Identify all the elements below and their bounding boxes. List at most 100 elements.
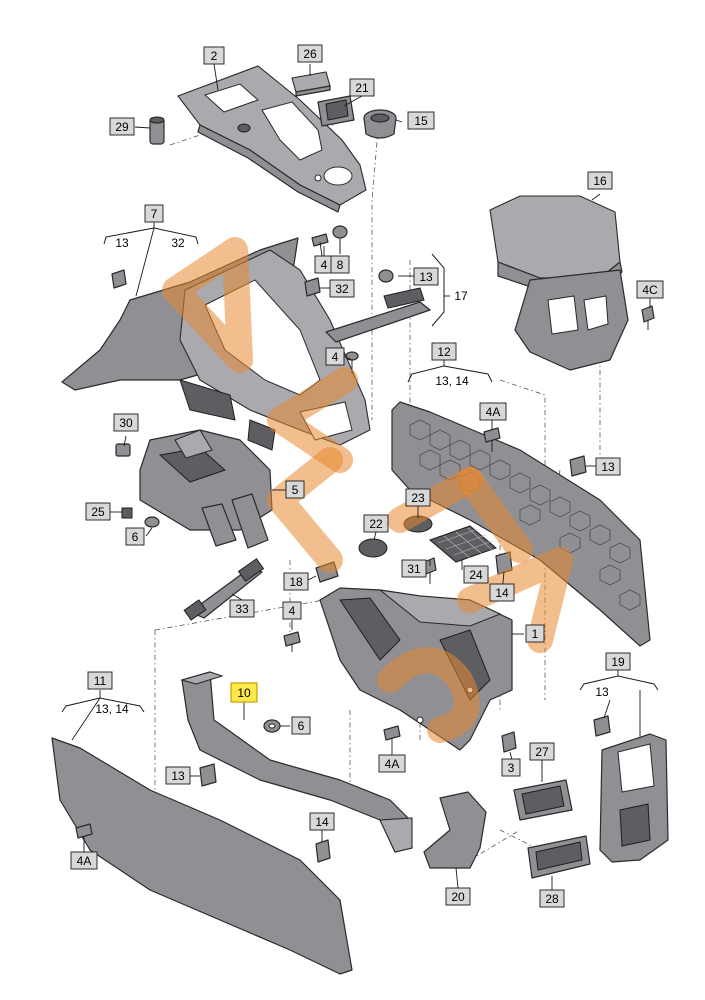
callout-13-right[interactable]: 13 <box>595 457 621 476</box>
svg-text:12: 12 <box>437 345 451 359</box>
callout-30[interactable]: 30 <box>113 413 139 432</box>
callout-26[interactable]: 26 <box>297 44 323 63</box>
svg-text:26: 26 <box>303 47 317 61</box>
svg-text:13: 13 <box>601 460 615 474</box>
callout-19[interactable]: 19 <box>605 652 631 671</box>
part-20-bracket <box>423 791 487 869</box>
svg-text:4A: 4A <box>385 757 400 771</box>
callout-32[interactable]: 32 <box>329 279 355 298</box>
callout-4c[interactable]: 4C <box>636 280 664 299</box>
part-19-rear-cover <box>599 733 669 863</box>
svg-text:4A: 4A <box>77 854 92 868</box>
svg-text:31: 31 <box>407 562 421 576</box>
part-25-pad <box>121 507 133 519</box>
callout-31[interactable]: 31 <box>401 559 427 578</box>
part-6-nut <box>144 516 160 528</box>
callout-21[interactable]: 21 <box>349 78 375 97</box>
svg-text:8: 8 <box>337 258 344 272</box>
callout-4-top[interactable]: 4 <box>314 255 334 274</box>
callout-14-lower[interactable]: 14 <box>309 812 335 831</box>
part-29-plug <box>149 116 165 145</box>
callout-4a-left[interactable]: 4A <box>70 851 98 870</box>
svg-text:30: 30 <box>119 416 133 430</box>
callout-28[interactable]: 28 <box>539 889 565 908</box>
callout-6-upper[interactable]: 6 <box>125 527 145 546</box>
callout-2[interactable]: 2 <box>203 46 225 65</box>
svg-text:13: 13 <box>419 270 433 284</box>
callout-13-lower[interactable]: 13 <box>165 766 191 785</box>
callout-11[interactable]: 11 <box>87 671 113 690</box>
callout-13-14-group11[interactable]: 13, 14 <box>95 702 129 716</box>
part-2-shifter-trim <box>177 65 367 213</box>
fastener-4-top <box>311 233 329 257</box>
svg-text:6: 6 <box>298 719 305 733</box>
callout-13-bracket17[interactable]: 13 <box>413 267 439 286</box>
svg-text:19: 19 <box>611 655 625 669</box>
callout-1[interactable]: 1 <box>525 624 545 643</box>
callout-3[interactable]: 3 <box>501 758 521 777</box>
clip-3 <box>501 731 517 753</box>
callout-4-lower[interactable]: 4 <box>282 601 302 620</box>
callout-33[interactable]: 33 <box>229 599 255 618</box>
svg-text:20: 20 <box>451 890 465 904</box>
callout-16[interactable]: 16 <box>587 171 613 190</box>
svg-text:2: 2 <box>211 49 218 63</box>
part-15-knob <box>363 109 397 139</box>
callout-13-group19[interactable]: 13 <box>595 685 609 699</box>
svg-text:7: 7 <box>151 207 158 221</box>
svg-text:23: 23 <box>411 491 425 505</box>
callout-5[interactable]: 5 <box>285 480 305 499</box>
callout-18[interactable]: 18 <box>283 572 309 591</box>
callout-13-group7[interactable]: 13 <box>115 236 129 250</box>
svg-text:11: 11 <box>94 674 107 688</box>
part-33-rod <box>183 558 265 621</box>
callout-4a-center[interactable]: 4A <box>378 754 406 773</box>
callout-4a-right[interactable]: 4A <box>479 402 507 421</box>
callout-13-14-group12[interactable]: 13, 14 <box>435 374 469 388</box>
svg-text:4A: 4A <box>486 405 501 419</box>
svg-text:14: 14 <box>495 586 509 600</box>
svg-text:33: 33 <box>235 602 249 616</box>
callout-7[interactable]: 7 <box>144 204 164 223</box>
callout-10[interactable]: 10 <box>230 682 258 703</box>
svg-text:27: 27 <box>535 745 549 759</box>
svg-text:16: 16 <box>593 174 607 188</box>
fastener-4a-center <box>383 725 401 750</box>
part-10-air-duct <box>179 671 413 853</box>
callout-8[interactable]: 8 <box>330 255 350 274</box>
clip-13-left <box>111 269 127 289</box>
svg-text:32: 32 <box>335 282 349 296</box>
svg-text:29: 29 <box>115 120 129 134</box>
clip-13-lower <box>199 763 217 787</box>
callout-15[interactable]: 15 <box>407 111 435 130</box>
fastener-4c <box>641 305 655 330</box>
svg-text:14: 14 <box>315 815 329 829</box>
svg-text:21: 21 <box>355 81 369 95</box>
callout-23[interactable]: 23 <box>405 488 431 507</box>
callout-29[interactable]: 29 <box>109 117 135 136</box>
callout-22[interactable]: 22 <box>363 514 389 533</box>
callout-27[interactable]: 27 <box>529 742 555 761</box>
svg-text:24: 24 <box>469 568 483 582</box>
fastener-4a-right <box>483 427 501 452</box>
svg-text:22: 22 <box>369 517 383 531</box>
part-28-vent <box>527 835 591 879</box>
callout-32-group7[interactable]: 32 <box>171 236 185 250</box>
callout-25[interactable]: 25 <box>85 502 111 521</box>
svg-text:10: 10 <box>237 686 251 700</box>
svg-text:4: 4 <box>332 350 339 364</box>
part-11-left-panel <box>51 737 353 975</box>
callout-4-mid[interactable]: 4 <box>325 347 345 366</box>
part-22-mat <box>358 538 388 558</box>
callout-6-lower[interactable]: 6 <box>291 716 311 735</box>
callout-24[interactable]: 24 <box>463 565 489 584</box>
svg-text:5: 5 <box>292 483 299 497</box>
part-16-armrest <box>489 195 629 371</box>
callout-12[interactable]: 12 <box>431 342 457 361</box>
callout-14-mid[interactable]: 14 <box>489 583 515 602</box>
callout-20[interactable]: 20 <box>445 887 471 906</box>
callout-17[interactable]: 17 <box>454 289 468 303</box>
svg-text:4: 4 <box>321 258 328 272</box>
leader-lines <box>83 63 651 890</box>
